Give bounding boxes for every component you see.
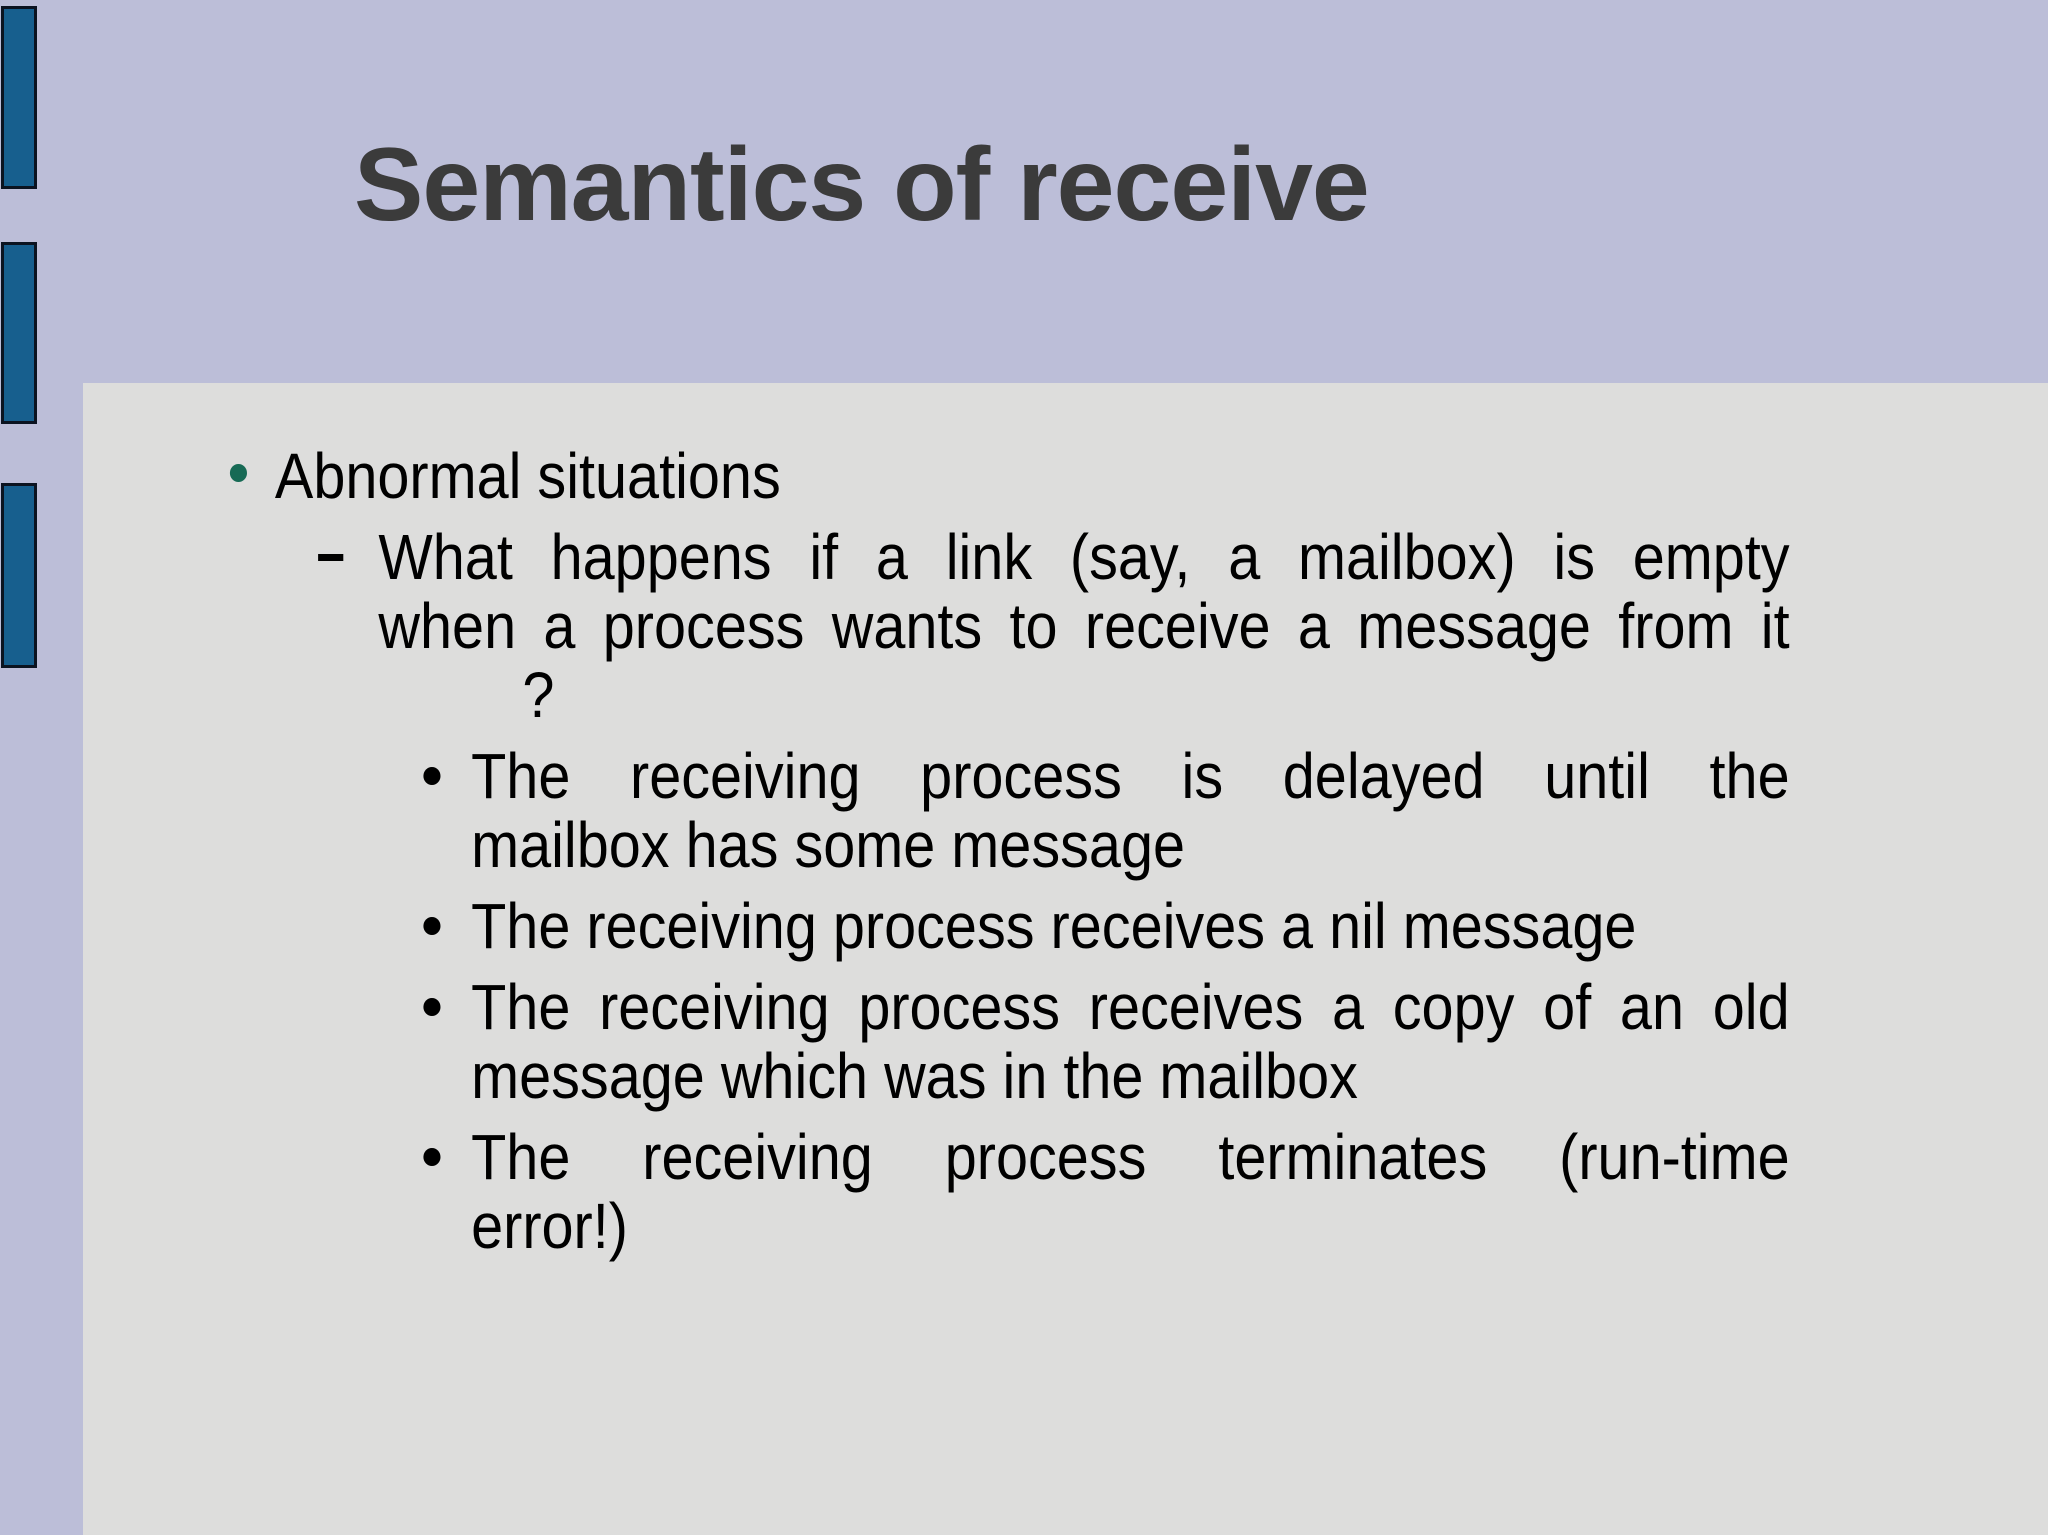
bullet-item-what-happens: What happens if a link (say, a mailbox) … [220,523,1790,730]
dash-bullet-icon [318,554,344,561]
bullet-text-line: The receiving process receives a copy of… [471,971,1790,1043]
sub-bullet-item-delayed: The receiving process is delayed until t… [220,742,1790,880]
sub-bullet-dot-icon [423,998,441,1016]
bullet-text-line: mailbox has some message [471,809,1186,881]
bullet-item-abnormal-situations: Abnormal situations [220,442,1790,511]
bullet-text-line: What happens if a link (say, a mailbox) … [378,521,1790,593]
sub-bullet-dot-icon [423,917,441,935]
content-panel: Abnormal situations What happens if a li… [83,383,2048,1535]
bullet-list: Abnormal situations What happens if a li… [220,442,1790,1261]
bullet-text-line: The receiving process is delayed until t… [471,740,1790,812]
bullet-text-line: error!) [471,1190,628,1262]
accent-bar-2 [1,242,37,424]
sub-bullet-item-old-message: The receiving process receives a copy of… [220,973,1790,1111]
bullet-text-line: ? [522,659,555,731]
sub-bullet-dot-icon [423,767,441,785]
bullet-text: Abnormal situations [274,440,781,512]
bullet-dot-icon [229,464,247,482]
sub-bullet-item-nil-message: The receiving process receives a nil mes… [220,892,1790,961]
sub-bullet-item-terminates: The receiving process terminates (run-ti… [220,1123,1790,1261]
slide-title: Semantics of receive [354,127,1370,243]
bullet-text-line: when a process wants to receive a messag… [378,590,1790,662]
sub-bullet-dot-icon [423,1148,441,1166]
bullet-text-line: The receiving process receives a nil mes… [471,890,1637,962]
accent-bar-1 [1,6,37,189]
accent-bar-3 [1,483,37,668]
bullet-text-line: message which was in the mailbox [471,1040,1358,1112]
bullet-text-line: The receiving process terminates (run-ti… [471,1121,1790,1193]
